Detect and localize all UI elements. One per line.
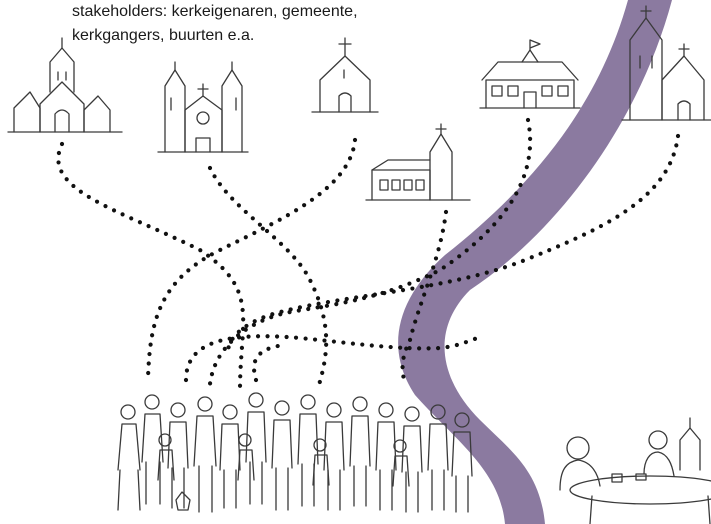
caption: stakeholders: kerkeigenaren, gemeente, k… — [72, 0, 358, 48]
connection-line — [225, 133, 681, 355]
chapel-icon — [365, 123, 471, 201]
town-hall-icon — [479, 39, 581, 109]
connection-line — [56, 141, 246, 393]
caption-line-1: stakeholders: kerkeigenaren, gemeente, — [72, 3, 358, 20]
twin-tower-church-icon — [157, 61, 249, 153]
purple-ribbon — [398, 0, 672, 524]
church-icon — [621, 5, 711, 121]
people-at-table-icon — [559, 417, 711, 524]
caption-line-2: kerkgangers, buurten e.a. — [72, 27, 255, 44]
connection-line — [145, 137, 358, 381]
connection-line — [183, 334, 481, 383]
small-church-icon — [311, 37, 379, 113]
connection-line — [251, 343, 281, 383]
church-icon — [7, 37, 123, 133]
crowd-of-people-icon — [117, 392, 473, 513]
connection-line — [400, 209, 449, 387]
connection-line — [207, 165, 329, 391]
